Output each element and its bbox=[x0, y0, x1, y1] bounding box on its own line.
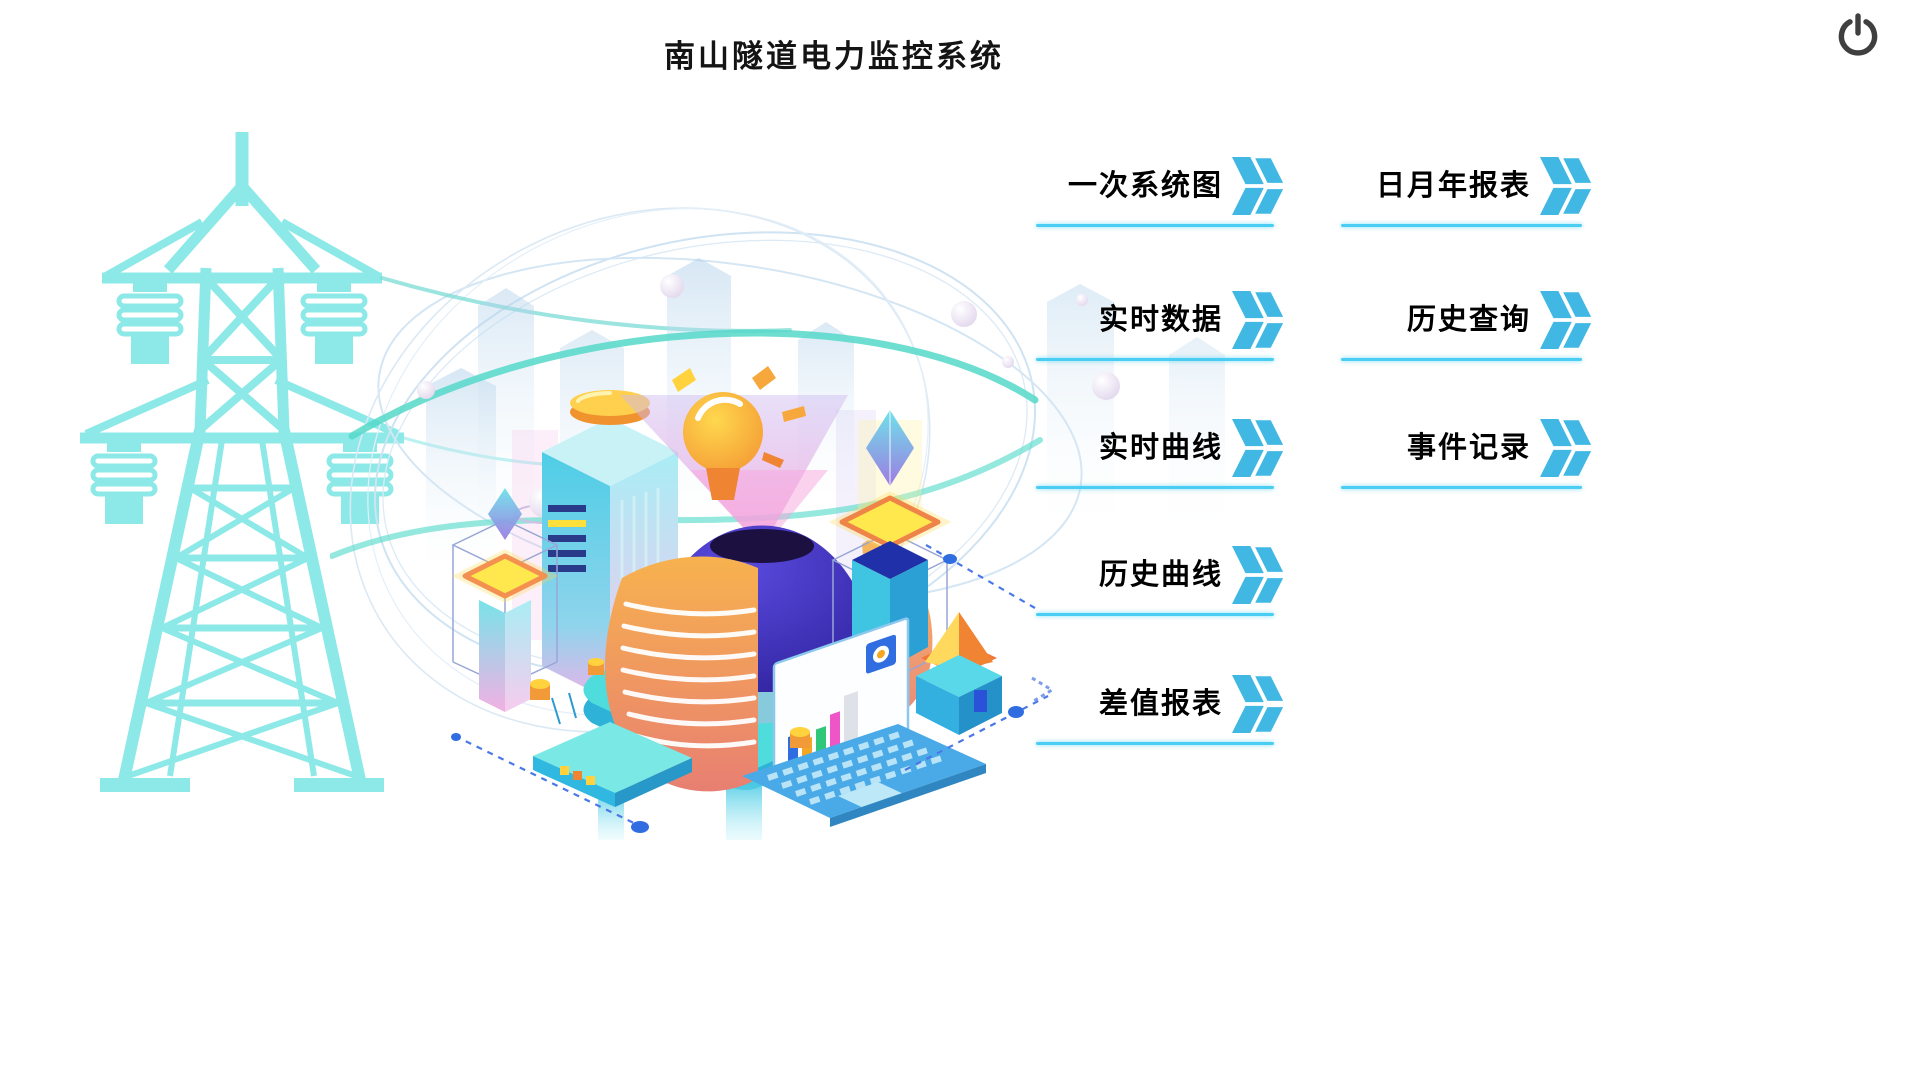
menu-item-underline bbox=[1036, 742, 1274, 745]
menu-item-underline bbox=[1036, 613, 1274, 616]
menu-item-history-curve[interactable]: 历史曲线 bbox=[1036, 516, 1287, 616]
double-chevron-right-icon bbox=[1231, 156, 1287, 216]
menu-item-label: 日月年报表 bbox=[1375, 169, 1531, 202]
double-chevron-right-icon bbox=[1231, 290, 1287, 350]
menu-item-realtime-curve[interactable]: 实时曲线 bbox=[1036, 389, 1287, 489]
menu-item-label: 事件记录 bbox=[1406, 431, 1531, 464]
double-chevron-right-icon bbox=[1539, 156, 1595, 216]
menu-item-label: 实时数据 bbox=[1098, 303, 1223, 336]
page-title: 南山隧道电力监控系统 bbox=[664, 39, 1004, 74]
menu-item-label: 实时曲线 bbox=[1098, 431, 1223, 464]
menu-item-underline bbox=[1341, 358, 1582, 361]
pyramid-box-icon bbox=[916, 612, 1002, 735]
double-chevron-right-icon bbox=[1231, 674, 1287, 734]
menu-item-daily-monthly-yearly-report[interactable]: 日月年报表 bbox=[1341, 127, 1595, 227]
menu-item-realtime-data[interactable]: 实时数据 bbox=[1036, 261, 1287, 361]
double-chevron-right-icon bbox=[1231, 418, 1287, 478]
power-button[interactable] bbox=[1834, 12, 1882, 60]
menu-item-underline bbox=[1341, 224, 1582, 227]
menu-item-underline bbox=[1036, 358, 1274, 361]
menu-item-underline bbox=[1036, 224, 1274, 227]
cylinder-markers bbox=[530, 658, 810, 748]
menu-item-history-query[interactable]: 历史查询 bbox=[1341, 261, 1595, 361]
menu-item-underline bbox=[1341, 486, 1582, 489]
double-chevron-right-icon bbox=[1539, 290, 1595, 350]
smart-city-isometric-illustration bbox=[330, 207, 1225, 840]
transmission-tower-illustration bbox=[80, 132, 404, 792]
double-chevron-right-icon bbox=[1539, 418, 1595, 478]
router-icon bbox=[533, 692, 692, 807]
light-bulb-icon bbox=[672, 366, 806, 500]
menu-item-difference-report[interactable]: 差值报表 bbox=[1036, 645, 1287, 745]
double-chevron-right-icon bbox=[1231, 545, 1287, 605]
menu-item-event-record[interactable]: 事件记录 bbox=[1341, 389, 1595, 489]
menu-item-label: 历史查询 bbox=[1406, 303, 1531, 336]
menu-item-underline bbox=[1036, 486, 1274, 489]
menu-item-label: 差值报表 bbox=[1098, 687, 1223, 720]
left-pillar-icon bbox=[451, 488, 559, 712]
laptop-icon bbox=[742, 617, 986, 827]
menu-item-label: 历史曲线 bbox=[1098, 558, 1223, 591]
menu-item-label: 一次系统图 bbox=[1067, 169, 1223, 202]
menu-item-primary-system-diagram[interactable]: 一次系统图 bbox=[1036, 127, 1287, 227]
power-icon bbox=[1838, 13, 1878, 56]
